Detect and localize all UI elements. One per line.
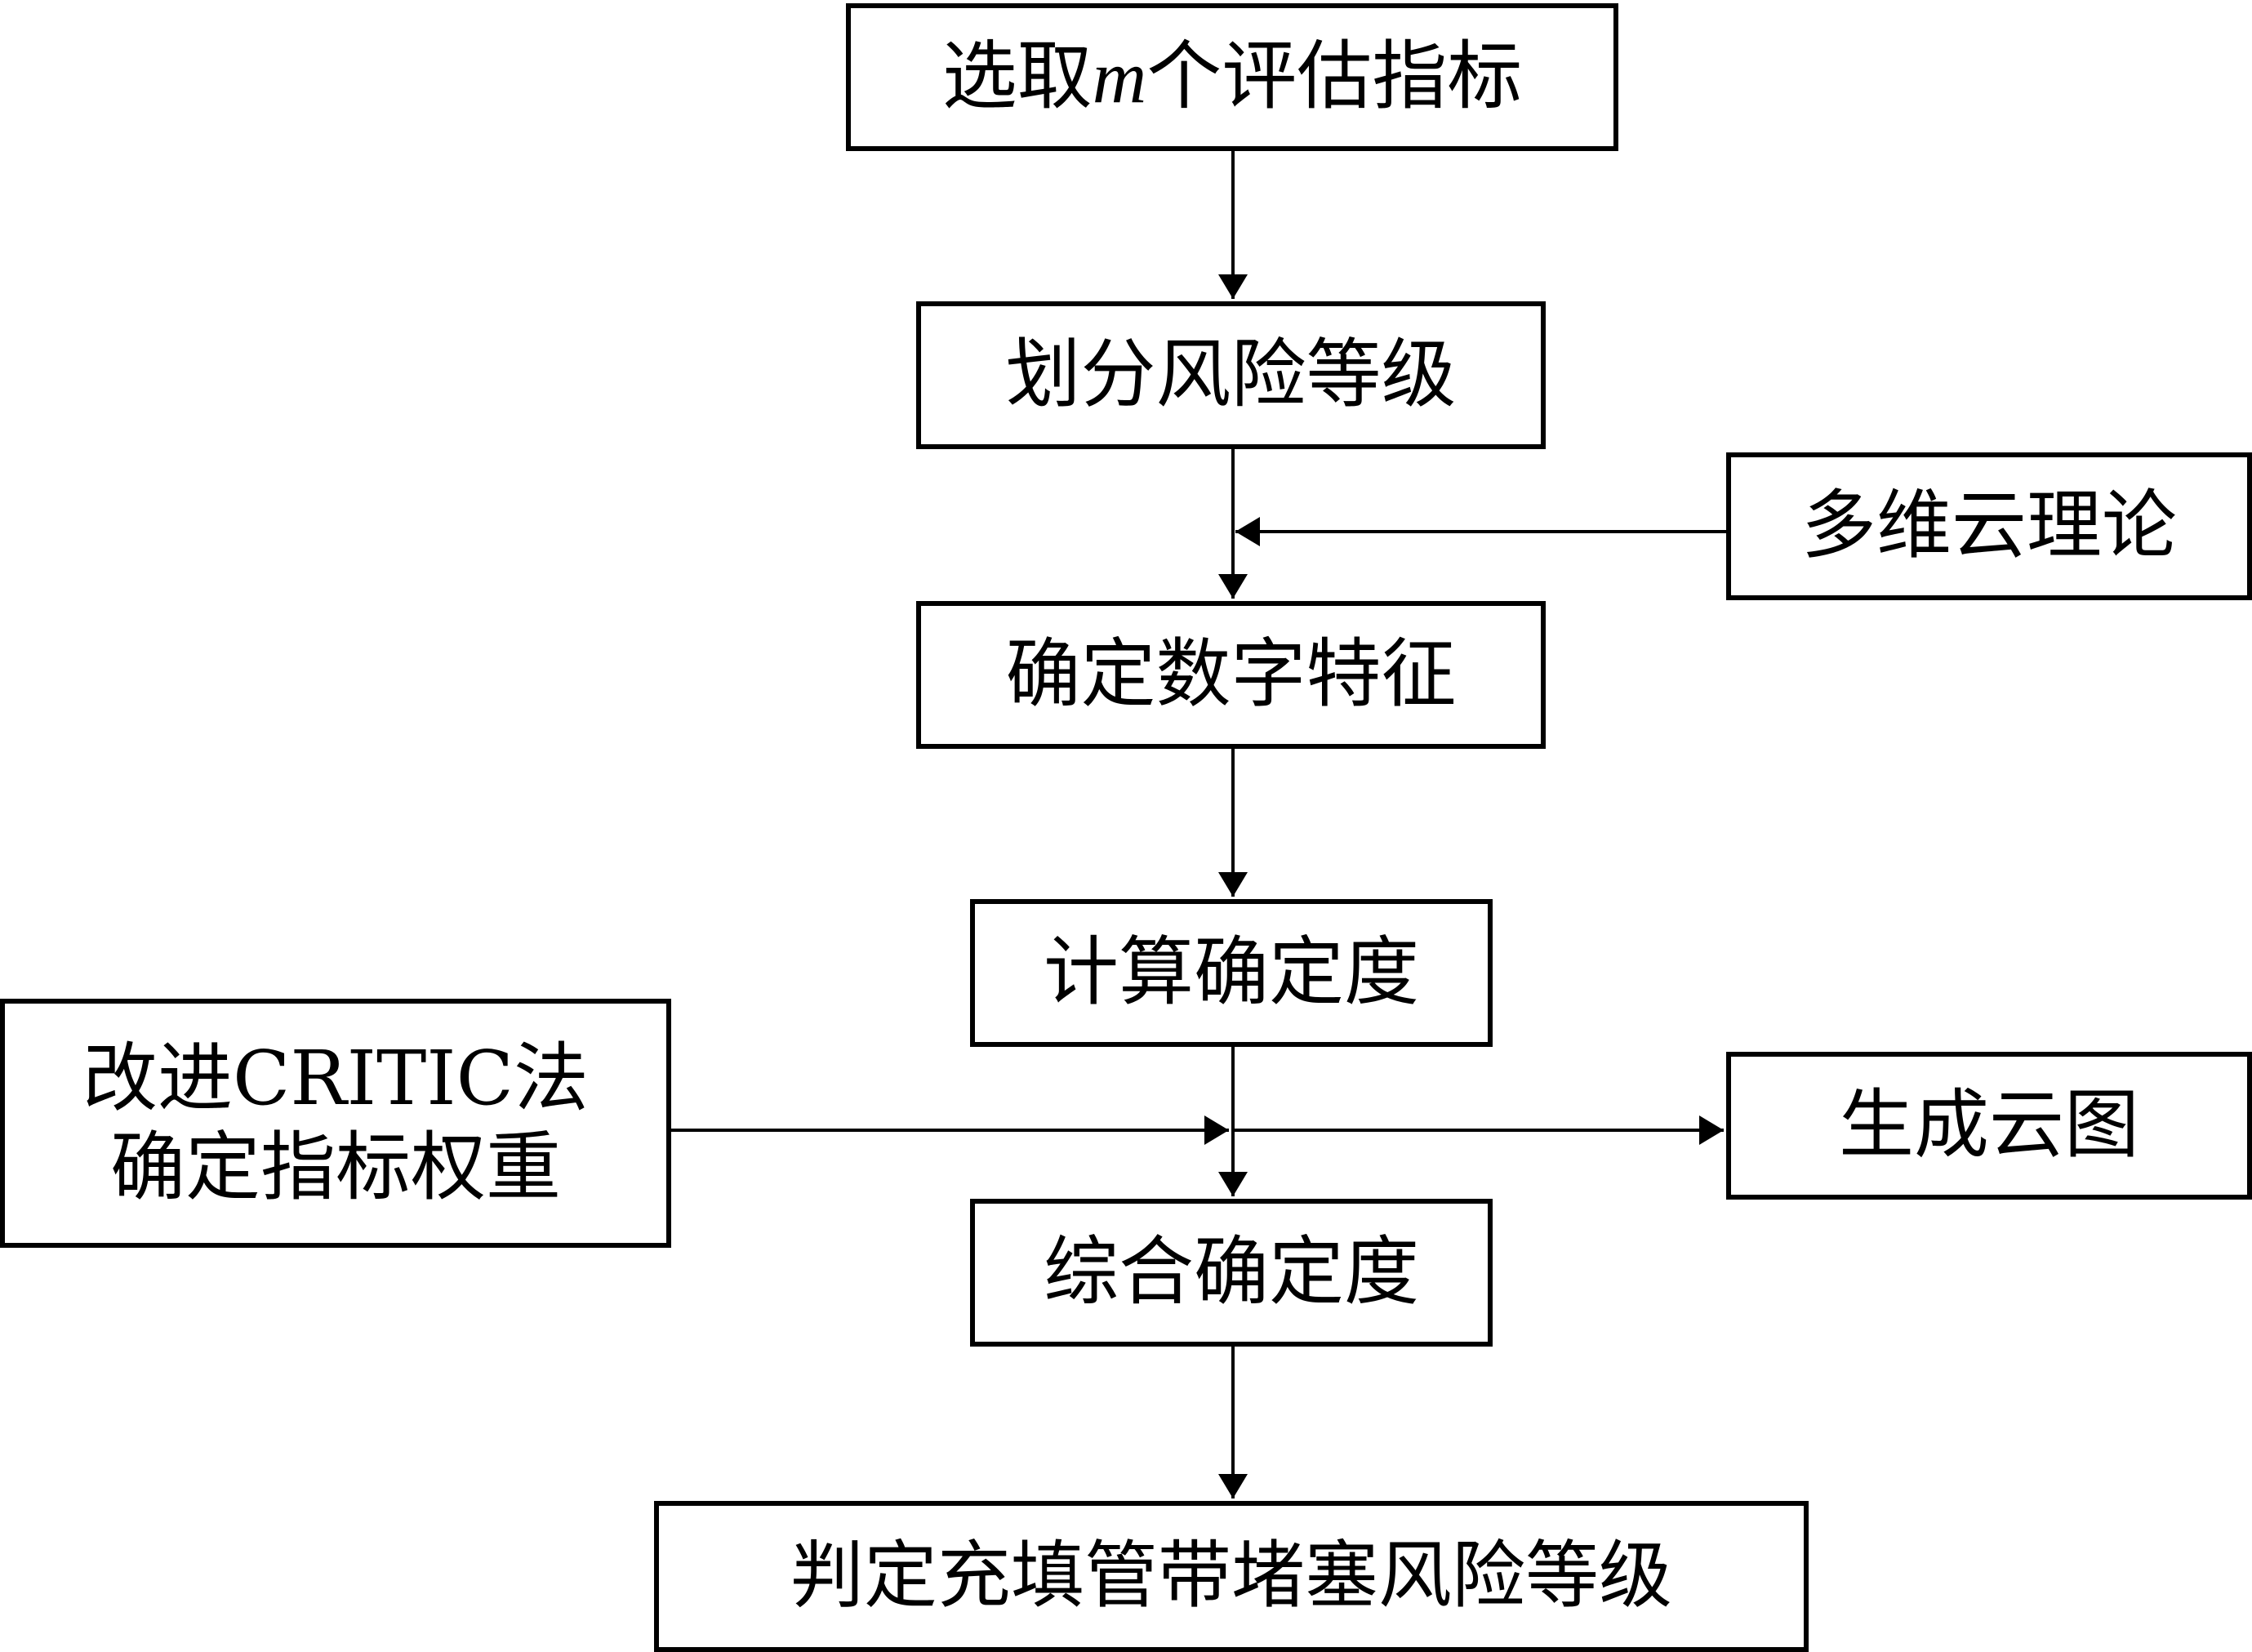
node-generate-cloud-graph-label: 生成云图 (1838, 1081, 2139, 1169)
node-judge-blockage-risk: 判定充填管带堵塞风险等级 (654, 1501, 1809, 1652)
node-compute-certainty-label: 计算确定度 (1043, 928, 1419, 1017)
node-select-indicators-label: 选取m个评估指标 (942, 33, 1522, 122)
node-compute-certainty: 计算确定度 (970, 899, 1493, 1047)
label-prefix: 选取 (941, 33, 1093, 121)
node-composite-certainty: 综合确定度 (970, 1199, 1493, 1347)
node-improved-critic: 改进CRITIC法 确定指标权重 (0, 999, 671, 1248)
label-suffix: 个评估指标 (1146, 33, 1523, 121)
node-multidim-cloud-theory-label: 多维云理论 (1800, 482, 2177, 570)
node-generate-cloud-graph: 生成云图 (1726, 1052, 2252, 1200)
node-improved-critic-line1: 改进CRITIC法 (82, 1034, 590, 1122)
node-determine-numeric-features: 确定数字特征 (916, 601, 1546, 749)
node-divide-risk-levels-label: 划分风险等级 (1005, 331, 1457, 419)
node-composite-certainty-label: 综合确定度 (1043, 1228, 1419, 1316)
variable-m: m (1092, 35, 1147, 119)
node-determine-numeric-features-label: 确定数字特征 (1005, 630, 1457, 719)
node-judge-blockage-risk-label: 判定充填管带堵塞风险等级 (790, 1533, 1672, 1619)
node-improved-critic-line2: 确定指标权重 (109, 1123, 561, 1211)
node-select-indicators: 选取m个评估指标 (846, 3, 1618, 151)
node-divide-risk-levels: 划分风险等级 (916, 301, 1546, 449)
node-multidim-cloud-theory: 多维云理论 (1726, 452, 2252, 600)
